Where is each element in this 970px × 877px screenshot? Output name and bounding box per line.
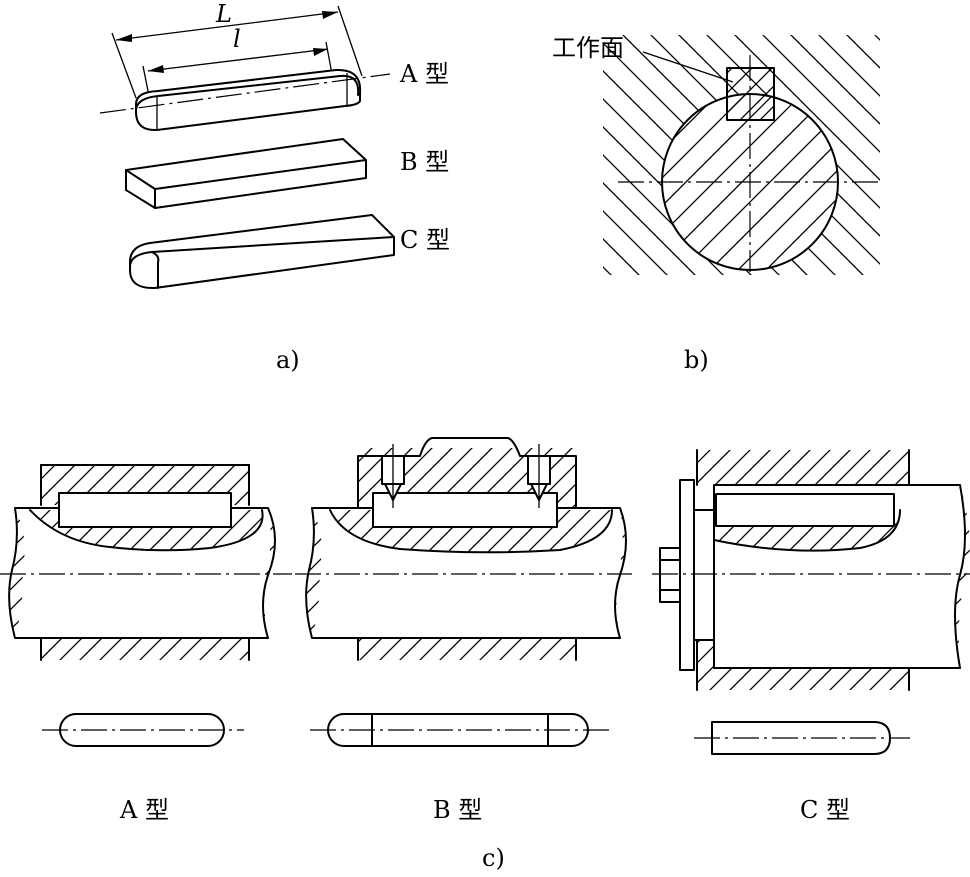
dim-L-label: L <box>215 0 232 28</box>
top-view-a <box>42 713 244 747</box>
label-a-type: A 型 <box>399 60 449 88</box>
key-b-type-3d <box>125 138 367 209</box>
label-c-c-type: C 型 <box>800 796 850 824</box>
dimension-L: L <box>111 0 363 99</box>
caption-c: c) <box>482 844 505 872</box>
assembly-a-type <box>0 464 292 661</box>
panel-b: 工作面 b) <box>552 34 880 374</box>
callout-leader <box>642 51 734 83</box>
top-view-b <box>310 713 610 747</box>
assembly-b-type <box>295 437 632 661</box>
label-c-type: C 型 <box>400 226 450 254</box>
key-c-type-3d <box>129 214 395 290</box>
caption-a: a) <box>276 346 300 374</box>
screw-left <box>381 444 405 508</box>
panel-a: L l A 型 B 型 C 型 <box>99 0 450 374</box>
assembly-c-type <box>652 449 970 691</box>
label-b-type: B 型 <box>400 148 449 176</box>
key-a-type-3d <box>99 68 391 132</box>
label-c-b-type: B 型 <box>433 796 482 824</box>
caption-b: b) <box>684 346 709 374</box>
callout-working-face: 工作面 <box>552 34 624 62</box>
top-view-c <box>694 721 910 755</box>
screw-right <box>527 444 551 508</box>
dim-l-label: l <box>233 25 241 53</box>
label-c-a-type: A 型 <box>119 796 169 824</box>
dimension-l: l <box>142 25 333 97</box>
panel-c: A 型 B 型 C 型 c) <box>0 437 970 872</box>
